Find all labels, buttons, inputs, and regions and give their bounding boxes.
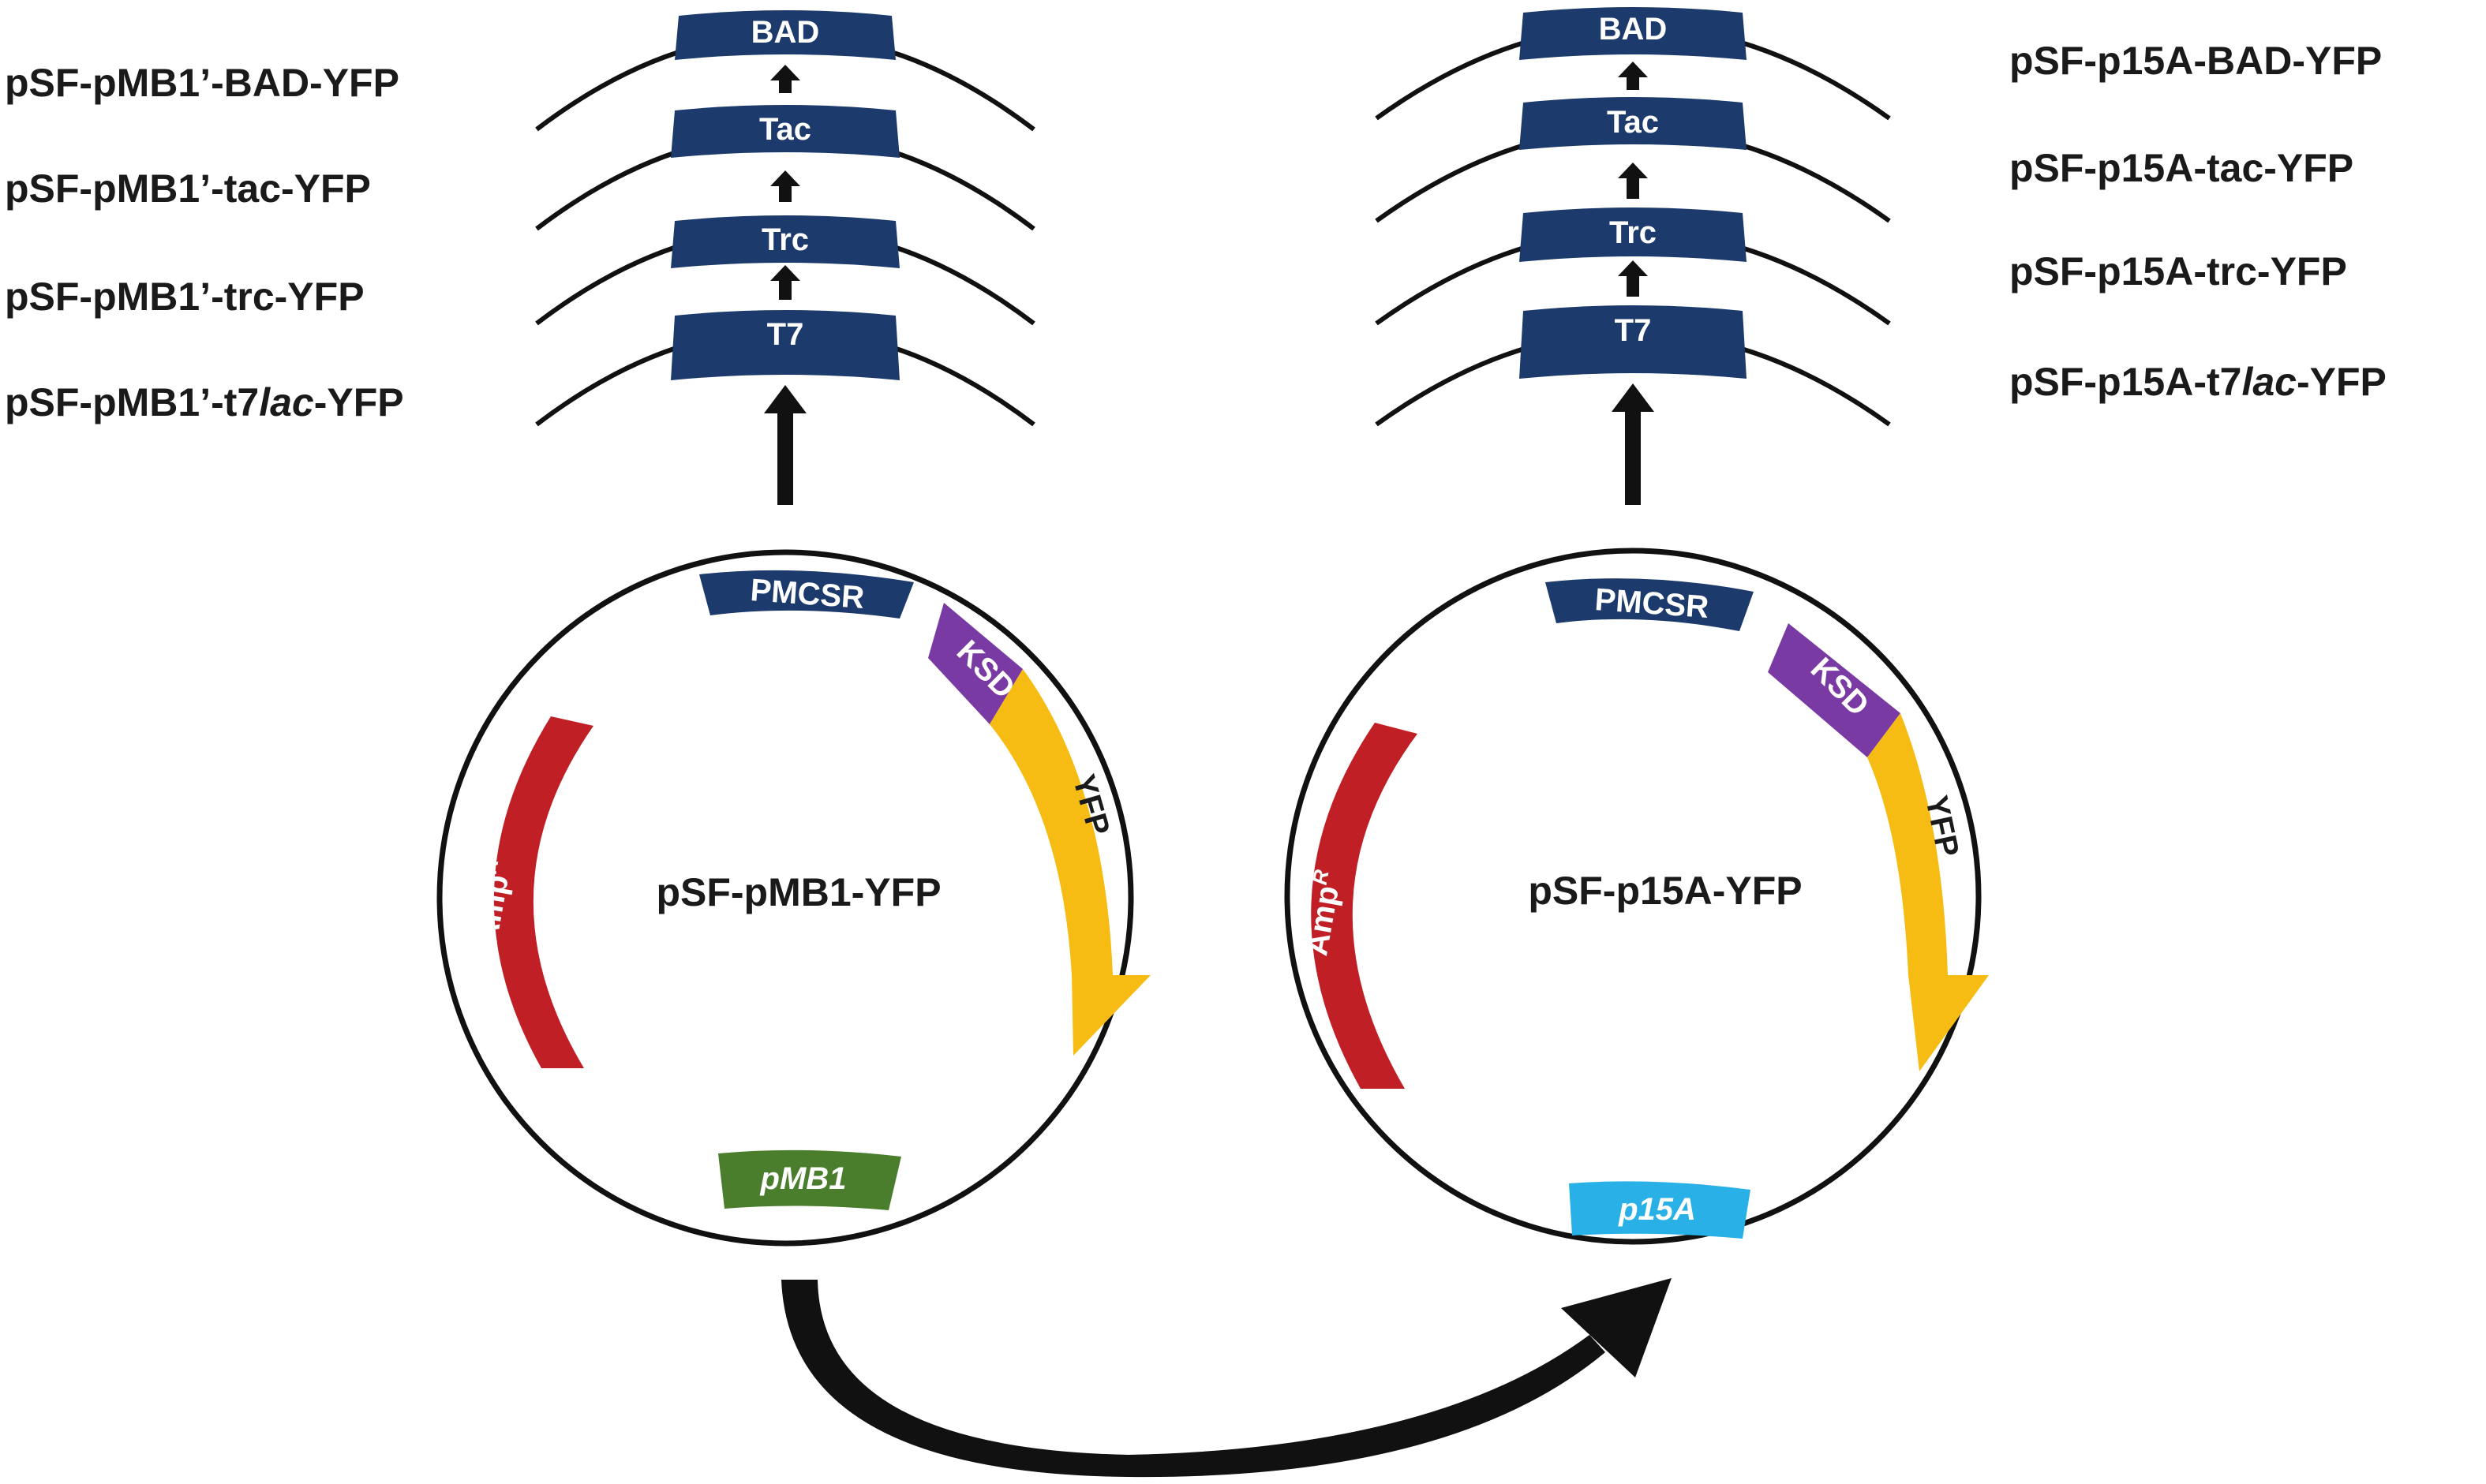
right-pmcsr-label: PMCSR <box>1593 582 1709 625</box>
left-yfp-arrow <box>990 669 1151 1056</box>
left-ksd-segment <box>928 603 1023 724</box>
right-step-arrow-1 <box>1618 62 1648 90</box>
right-promoter-bad-label: BAD <box>1599 12 1668 47</box>
left-promoter-trc-box <box>671 215 900 268</box>
left-plasmid-backbone <box>436 549 1134 1247</box>
right-yfp-arrow <box>1867 713 1989 1071</box>
left-pmcsr-label: PMCSR <box>749 573 865 615</box>
left-construct-labels: pSF-pMB1’-BAD-YFP pSF-pMB1’-tac-YFP pSF-… <box>5 61 404 424</box>
right-plasmid-backbone <box>1284 548 1982 1245</box>
right-construct-t7lac: pSF-p15A-t7lac-YFP <box>2009 360 2387 404</box>
left-pmcsr-box <box>699 570 914 619</box>
right-construct-bad: pSF-p15A-BAD-YFP <box>2009 39 2382 83</box>
right-promoter-t7-box <box>1519 305 1747 379</box>
left-promoter-t7-label: T7 <box>767 317 804 352</box>
right-promoter-boxes: BAD Tac Trc T7 <box>1519 7 1747 379</box>
left-promoter-boxes: BAD Tac Trc T7 <box>671 10 900 380</box>
right-pmcsr-box <box>1545 578 1754 631</box>
right-main-arrow <box>1612 383 1654 505</box>
conversion-arrow-shaft <box>781 1280 1605 1478</box>
right-p15a-label: p15A <box>1618 1192 1696 1227</box>
left-plasmid-name: pSF-pMB1-YFP <box>656 870 941 914</box>
left-construct-tac: pSF-pMB1’-tac-YFP <box>5 166 371 211</box>
left-promoter-trc-label: Trc <box>762 222 809 257</box>
right-ampr-segment <box>1311 723 1417 1089</box>
left-construct-bad: pSF-pMB1’-BAD-YFP <box>5 61 399 105</box>
right-step-arrow-2 <box>1618 163 1648 199</box>
left-promoter-bad-label: BAD <box>751 15 820 50</box>
conversion-arrow <box>781 1278 1672 1478</box>
left-ampr-segment <box>493 716 593 1068</box>
right-promoter-tac-box <box>1519 97 1747 150</box>
right-p15a-box <box>1569 1181 1750 1239</box>
left-construct-t7lac: pSF-pMB1’-t7lac-YFP <box>5 380 404 424</box>
right-ksd-segment <box>1768 623 1900 757</box>
right-promoter-tac-label: Tac <box>1607 105 1659 140</box>
left-pmb1-box <box>718 1149 901 1210</box>
right-promoter-bad-box <box>1519 7 1747 60</box>
right-promoter-t7-label: T7 <box>1615 313 1652 348</box>
right-plasmid: PMCSR KSD YFP AmpR p15A pSF-p15A-YFP <box>1284 548 1989 1245</box>
left-promoter-tac-box <box>671 105 900 158</box>
right-construct-labels: pSF-p15A-BAD-YFP pSF-p15A-tac-YFP pSF-p1… <box>2009 39 2387 404</box>
left-step-arrow-1 <box>770 65 800 93</box>
left-step-arrows <box>764 65 807 505</box>
right-promoter-trc-box <box>1519 207 1747 262</box>
right-plasmid-name: pSF-p15A-YFP <box>1528 869 1802 913</box>
right-construct-tac: pSF-p15A-tac-YFP <box>2009 146 2353 190</box>
left-construct-trc: pSF-pMB1’-trc-YFP <box>5 275 365 319</box>
right-promoter-trc-label: Trc <box>1609 215 1657 250</box>
right-construct-trc: pSF-p15A-trc-YFP <box>2009 249 2347 293</box>
right-step-arrow-3 <box>1618 260 1648 297</box>
left-pmb1-label: pMB1 <box>760 1161 847 1196</box>
left-step-arrow-3 <box>770 265 800 300</box>
right-step-arrows <box>1612 62 1654 505</box>
left-step-arrow-2 <box>770 170 800 202</box>
left-main-arrow <box>764 385 807 505</box>
left-plasmid: PMCSR KSD YFP AmpR pMB1 pSF-pMB1-YFP <box>436 549 1151 1247</box>
left-promoter-tac-label: Tac <box>759 112 811 147</box>
left-promoter-t7-box <box>671 310 900 380</box>
conversion-arrow-head <box>1561 1278 1672 1377</box>
left-promoter-bad-box <box>675 10 896 60</box>
